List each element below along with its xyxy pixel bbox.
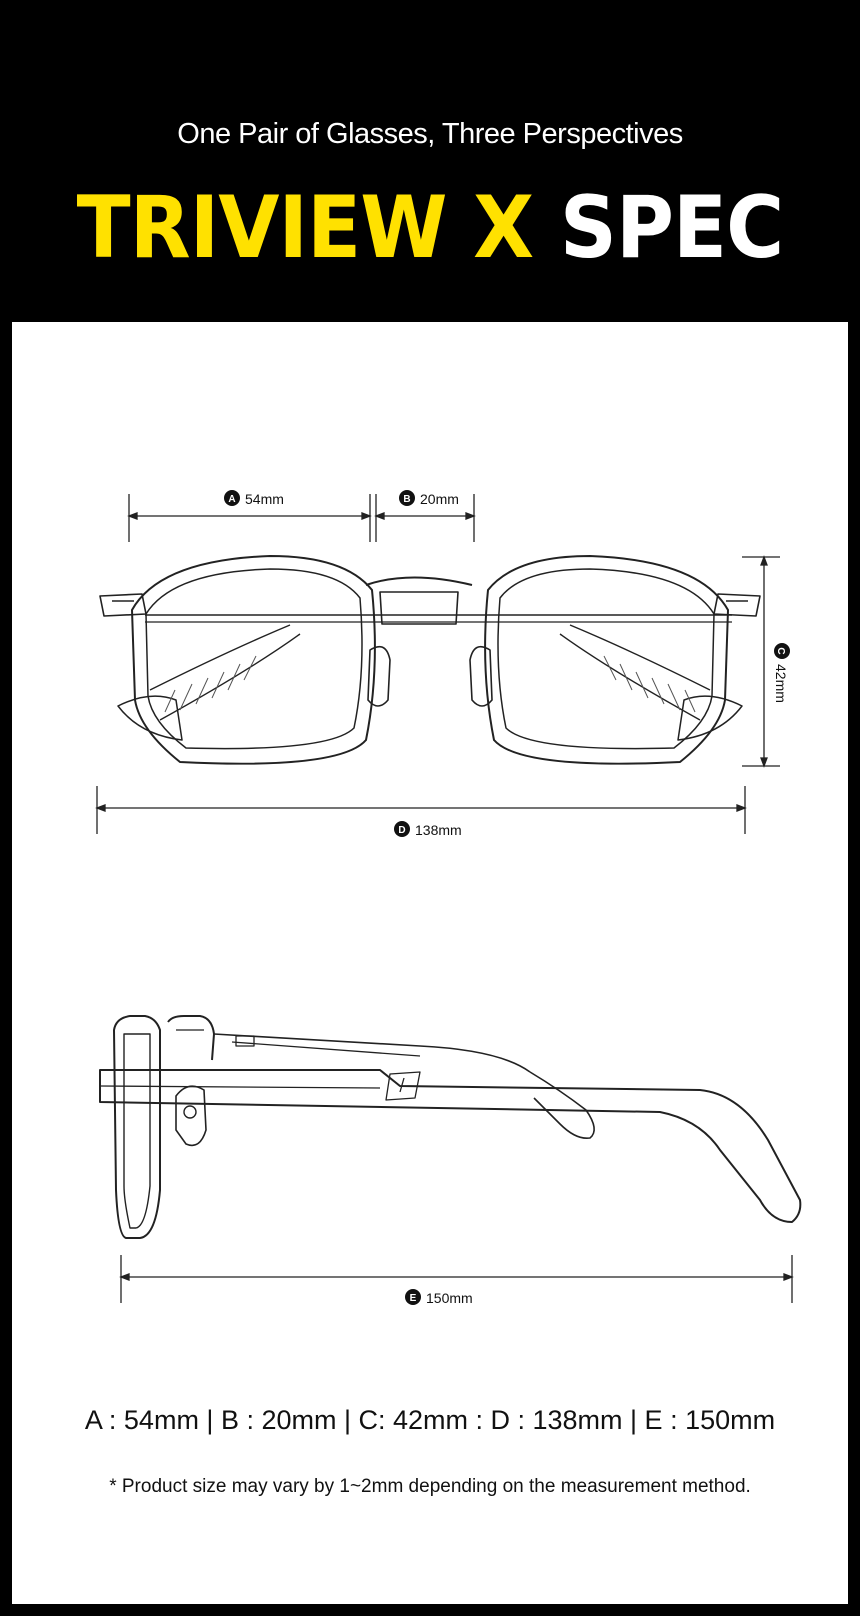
label-d-value: 138mm (415, 822, 462, 838)
label-c-value: 42mm (773, 664, 789, 703)
dimension-d-line (95, 786, 747, 834)
spec-panel (12, 322, 848, 1604)
label-e-letter: E (410, 1293, 417, 1304)
title-accent: TRIVIEW X (76, 178, 535, 278)
header-banner: One Pair of Glasses, Three Perspectives … (0, 0, 860, 322)
dimension-summary: A : 54mm | B : 20mm | C: 42mm : D : 138m… (84, 1405, 776, 1435)
side-view-glasses (99, 1015, 802, 1239)
label-a: A 54mm (224, 490, 284, 507)
label-b: B 20mm (399, 490, 459, 507)
label-b-letter: B (403, 494, 410, 505)
label-c: C 42mm (773, 643, 790, 703)
label-c-letter: C (775, 647, 786, 654)
label-d-letter: D (398, 825, 405, 836)
label-b-value: 20mm (420, 491, 459, 507)
label-e: E 150mm (405, 1289, 473, 1306)
label-a-letter: A (228, 494, 235, 505)
label-e-value: 150mm (426, 1290, 473, 1306)
page-title: TRIVIEW X SPEC (34, 178, 825, 278)
dimension-b-line (374, 494, 476, 542)
dimension-a-line (127, 494, 372, 542)
dimension-e-line (119, 1255, 794, 1303)
size-note: * Product size may vary by 1~2mm dependi… (109, 1476, 751, 1497)
label-d: D 138mm (394, 821, 462, 838)
label-a-value: 54mm (245, 491, 284, 507)
dimension-c-line (742, 555, 780, 768)
subtitle: One Pair of Glasses, Three Perspectives (177, 118, 683, 150)
title-main: SPEC (559, 178, 784, 278)
front-view-glasses (99, 555, 761, 765)
